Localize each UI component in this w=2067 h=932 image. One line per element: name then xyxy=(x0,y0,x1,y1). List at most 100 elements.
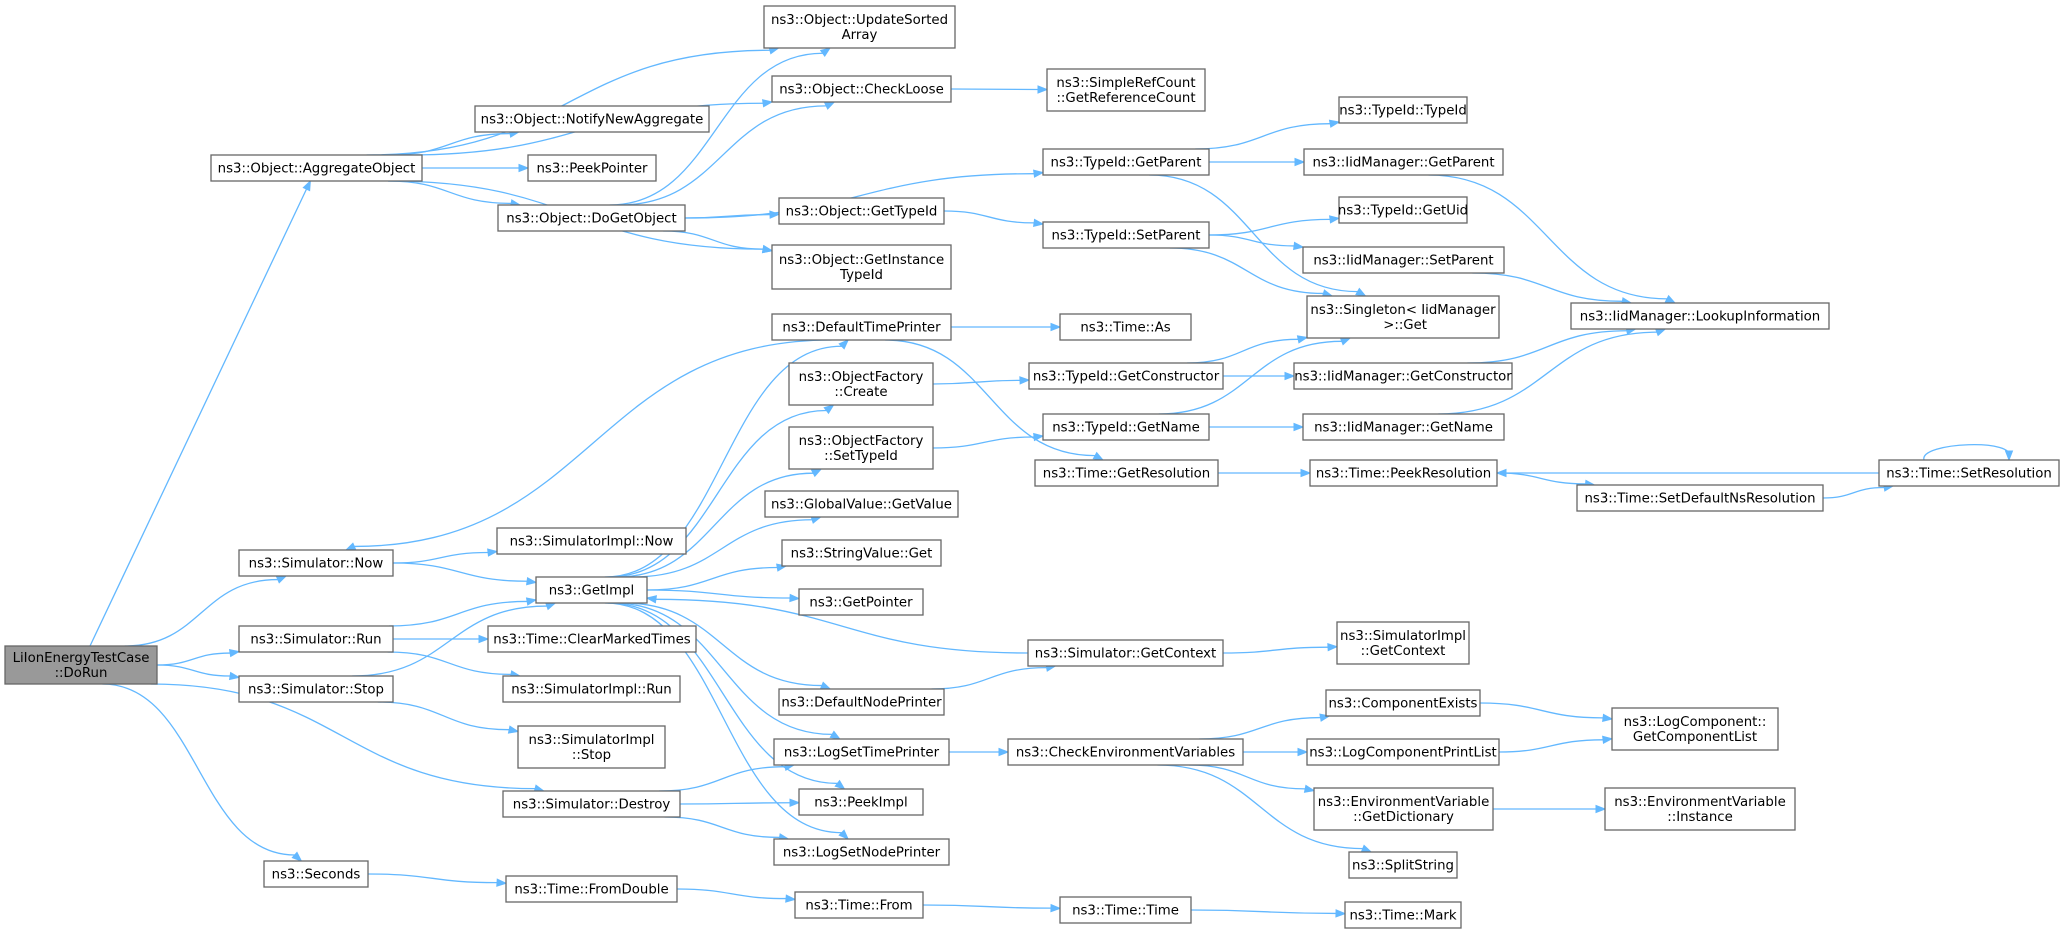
node-singleton-get[interactable]: ns3::Singleton< IidManager >::Get xyxy=(1306,295,1500,339)
node-label: ns3::Simulator::Stop xyxy=(248,683,384,698)
node-time-from-double[interactable]: ns3::Time::FromDouble xyxy=(505,875,678,903)
node-box xyxy=(794,891,924,919)
node-iid-getname[interactable]: ns3::IidManager::GetName xyxy=(1302,413,1505,441)
edge-arrowhead xyxy=(1328,119,1341,128)
node-time-getresolution[interactable]: ns3::Time::GetResolution xyxy=(1034,459,1219,487)
node-default-time-printer[interactable]: ns3::DefaultTimePrinter xyxy=(771,313,952,341)
node-label: ns3::Simulator::GetContext xyxy=(1035,647,1216,662)
node-sim-getcontext[interactable]: ns3::Simulator::GetContext xyxy=(1027,639,1224,667)
edge-line xyxy=(604,602,842,834)
node-check-env-vars[interactable]: ns3::CheckEnvironmentVariables xyxy=(1007,738,1244,766)
node-envvar-instance[interactable]: ns3::EnvironmentVariable::Instance xyxy=(1604,787,1796,831)
node-time-setdefaultns[interactable]: ns3::Time::SetDefaultNsResolution xyxy=(1576,484,1824,512)
node-typeid-getname[interactable]: ns3::TypeId::GetName xyxy=(1042,413,1210,441)
node-log-set-time-printer[interactable]: ns3::LogSetTimePrinter xyxy=(773,738,950,766)
node-time-mark[interactable]: ns3::Time::Mark xyxy=(1344,901,1462,929)
edge-arrowhead xyxy=(1360,844,1373,853)
edge-line xyxy=(367,873,498,884)
edge-line xyxy=(366,49,770,156)
node-label: ns3::LogComponent:: xyxy=(1624,715,1767,730)
node-simimpl-getcontext[interactable]: ns3::SimulatorImpl::GetContext xyxy=(1336,621,1470,665)
node-time-setresolution[interactable]: ns3::Time::SetResolution xyxy=(1878,459,2060,487)
node-time-time[interactable]: ns3::Time::Time xyxy=(1059,896,1192,924)
edge-arrowhead xyxy=(526,576,538,586)
node-get-pointer[interactable]: ns3::GetPointer xyxy=(798,588,924,616)
node-label: ns3::ObjectFactory xyxy=(799,370,924,385)
node-label: TypeId xyxy=(839,268,883,283)
node-sim-run[interactable]: ns3::Simulator::Run xyxy=(238,625,394,653)
node-sim-stop[interactable]: ns3::Simulator::Stop xyxy=(238,675,394,703)
node-box xyxy=(1604,787,1796,831)
node-objfactory-create[interactable]: ns3::ObjectFactory::Create xyxy=(788,362,934,406)
edge-time-from-to-time-time xyxy=(922,903,1062,913)
edge-arrowhead xyxy=(1602,735,1614,745)
node-time-as[interactable]: ns3::Time::As xyxy=(1059,313,1192,341)
edge-arrowhead xyxy=(1329,215,1341,224)
node-box xyxy=(238,675,394,703)
edge-arrowhead xyxy=(785,894,797,903)
node-log-component-printlist[interactable]: ns3::LogComponentPrintList xyxy=(1306,738,1500,766)
edge-line xyxy=(646,589,791,599)
node-iid-getconstructor[interactable]: ns3::IidManager::GetConstructor xyxy=(1293,362,1513,390)
edge-arrowhead xyxy=(487,548,499,557)
edge-line xyxy=(387,180,512,205)
edge-root-to-seconds xyxy=(102,683,303,862)
node-time-peekresolution[interactable]: ns3::Time::PeekResolution xyxy=(1309,459,1498,487)
edge-arrowhead xyxy=(1335,909,1347,918)
node-obj-get-typeid[interactable]: ns3::Object::GetTypeId xyxy=(778,197,945,225)
edge-line xyxy=(679,802,791,805)
edge-arrowhead xyxy=(1037,85,1049,94)
node-peek-impl[interactable]: ns3::PeekImpl xyxy=(798,788,924,816)
node-time-from[interactable]: ns3::Time::From xyxy=(794,891,924,919)
node-box xyxy=(505,875,678,903)
node-do-get-object[interactable]: ns3::Object::DoGetObject xyxy=(497,204,686,232)
node-typeid-typeid[interactable]: ns3::TypeId::TypeId xyxy=(1338,96,1468,124)
node-log-set-node-printer[interactable]: ns3::LogSetNodePrinter xyxy=(773,838,950,866)
node-aggregate[interactable]: ns3::Object::AggregateObject xyxy=(210,154,423,182)
node-iid-getparent[interactable]: ns3::IidManager::GetParent xyxy=(1303,148,1504,176)
edge-arrowhead xyxy=(789,593,801,603)
node-check-loose[interactable]: ns3::Object::CheckLoose xyxy=(771,75,952,103)
node-stringvalue-get[interactable]: ns3::StringValue::Get xyxy=(781,539,942,567)
node-notify-new[interactable]: ns3::Object::NotifyNewAggregate xyxy=(474,105,710,133)
node-component-exists[interactable]: ns3::ComponentExists xyxy=(1325,689,1481,717)
node-simimpl-stop[interactable]: ns3::SimulatorImpl::Stop xyxy=(517,725,666,769)
node-globalvalue-getvalue[interactable]: ns3::GlobalValue::GetValue xyxy=(764,490,959,518)
node-iid-lookupinfo[interactable]: ns3::IidManager::LookupInformation xyxy=(1570,302,1830,330)
node-sim-destroy[interactable]: ns3::Simulator::Destroy xyxy=(502,790,681,818)
node-root[interactable]: LiIonEnergyTestCase::DoRun xyxy=(4,645,158,685)
node-typeid-getparent[interactable]: ns3::TypeId::GetParent xyxy=(1042,148,1210,176)
node-simple-refcount[interactable]: ns3::SimpleRefCount::GetReferenceCount xyxy=(1046,68,1206,112)
node-get-impl[interactable]: ns3::GetImpl xyxy=(535,576,648,604)
node-seconds[interactable]: ns3::Seconds xyxy=(263,860,369,888)
edge-check-loose-to-simple-refcount xyxy=(950,85,1049,94)
node-label: ns3::GetImpl xyxy=(549,584,634,599)
node-iid-setparent[interactable]: ns3::IidManager::SetParent xyxy=(1302,246,1505,274)
node-typeid-getconstructor[interactable]: ns3::TypeId::GetConstructor xyxy=(1028,362,1224,390)
node-simimpl-now[interactable]: ns3::SimulatorImpl::Now xyxy=(496,527,687,555)
node-box xyxy=(1007,738,1244,766)
node-log-getcomponentlist[interactable]: ns3::LogComponent::GetComponentList xyxy=(1611,707,1779,751)
node-typeid-setparent[interactable]: ns3::TypeId::SetParent xyxy=(1042,221,1210,249)
node-peek-pointer[interactable]: ns3::PeekPointer xyxy=(527,154,657,182)
node-typeid-getuid[interactable]: ns3::TypeId::GetUid xyxy=(1338,196,1468,224)
node-split-string[interactable]: ns3::SplitString xyxy=(1348,851,1458,879)
node-sim-now[interactable]: ns3::Simulator::Now xyxy=(238,549,394,577)
edge-objfactory-create-to-typeid-getconstructor xyxy=(932,376,1031,385)
node-envvar-getdictionary[interactable]: ns3::EnvironmentVariable::GetDictionary xyxy=(1313,787,1494,831)
edge-line xyxy=(931,666,1047,690)
edge-get-impl-to-objfactory-create xyxy=(608,404,835,578)
edge-log-component-printlist-to-log-getcomponentlist xyxy=(1498,735,1614,753)
node-simimpl-run[interactable]: ns3::SimulatorImpl::Run xyxy=(502,675,681,703)
node-objfactory-settypeid[interactable]: ns3::ObjectFactory::SetTypeId xyxy=(788,426,934,470)
node-box xyxy=(487,625,697,653)
edge-arrowhead xyxy=(1033,218,1045,228)
node-time-clear-marked[interactable]: ns3::Time::ClearMarkedTimes xyxy=(487,625,697,653)
edge-sim-getcontext-to-get-impl xyxy=(645,595,1029,654)
edge-aggregate-to-peek-pointer xyxy=(422,163,530,173)
node-default-node-printer[interactable]: ns3::DefaultNodePrinter xyxy=(778,688,945,716)
edge-line xyxy=(1149,174,1358,293)
